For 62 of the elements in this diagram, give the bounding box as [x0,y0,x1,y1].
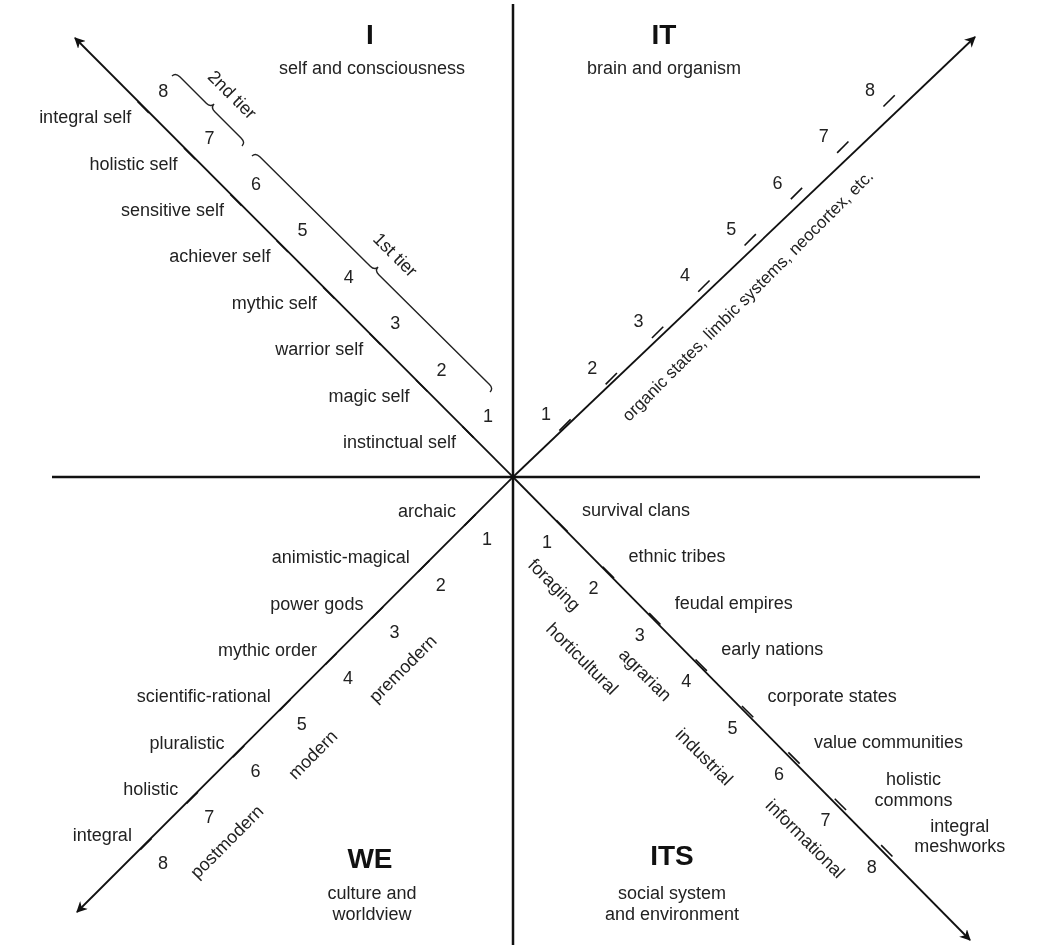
tier-label: 2nd tier [203,66,261,124]
stage-number: 8 [157,852,168,874]
stage-number: 7 [818,125,829,147]
stage-number: 2 [435,574,446,596]
stage-number: 5 [726,218,737,240]
stage-number: 6 [250,760,261,781]
stage-number: 4 [343,266,354,288]
stage-label: power gods [270,593,364,614]
stage-number: 1 [542,531,552,553]
stage-label: integral [72,824,132,846]
stage-label: integral self [39,106,132,128]
stage-label: survival clans [582,499,691,521]
stage-number: 1 [541,403,551,425]
stage-label: scientific-rational [136,685,271,707]
stage-label: mythic self [231,292,317,314]
quadrant-title: WE [347,842,393,876]
stage-number: 7 [204,127,215,148]
stage-label: holistic [123,778,179,800]
stage-number: 1 [483,405,493,427]
stage-number: 6 [772,172,783,193]
stage-number: 2 [587,357,598,379]
stage-number: 3 [633,311,644,332]
stage-label: value communities [814,731,964,753]
stage-number: 3 [390,312,401,334]
stage-number: 8 [866,856,877,878]
stage-number: 6 [251,173,261,195]
quadrant-title: IT [651,18,677,52]
stage-label: mythic order [218,639,318,661]
stage-number: 8 [865,79,876,101]
stage-number: 3 [389,621,400,642]
stage-label: warrior self [275,338,364,360]
quadrant-subtitle: social system and environment [603,883,741,925]
stage-number: 5 [297,220,308,241]
quadrant-title: I [366,18,374,52]
stage-number: 4 [679,264,690,286]
stage-label: achiever self [169,246,271,267]
stage-label: instinctual self [342,431,456,453]
stage-label: pluralistic [149,732,225,753]
stage-label: ethnic tribes [628,546,726,567]
stage-label: sensitive self [120,199,224,221]
stage-number: 5 [296,713,307,734]
stage-label: corporate states [767,685,897,706]
stage-label: magic self [328,385,410,406]
stage-number: 2 [436,359,447,380]
tier-label: 1st tier [368,228,422,282]
stage-label: archaic [397,500,456,522]
quadrant-title: ITS [650,839,694,873]
stage-label: feudal empires [674,592,793,614]
stage-number: 8 [158,80,169,102]
stage-number: 3 [634,624,645,646]
stage-label: holistic self [89,153,178,174]
stage-number: 2 [588,578,599,599]
stage-label: integral meshworks [913,816,1007,858]
quadrant-subtitle: self and consciousness [278,57,466,79]
stage-number: 4 [681,670,692,692]
quadrant-subtitle: brain and organism [586,57,742,79]
stage-number: 4 [343,667,354,689]
stage-number: 1 [482,528,492,550]
stage-number: 6 [774,763,784,785]
stage-label: early nations [721,638,824,660]
quadrant-subtitle: culture and worldview [326,883,418,925]
stage-label: animistic-magical [271,546,410,568]
